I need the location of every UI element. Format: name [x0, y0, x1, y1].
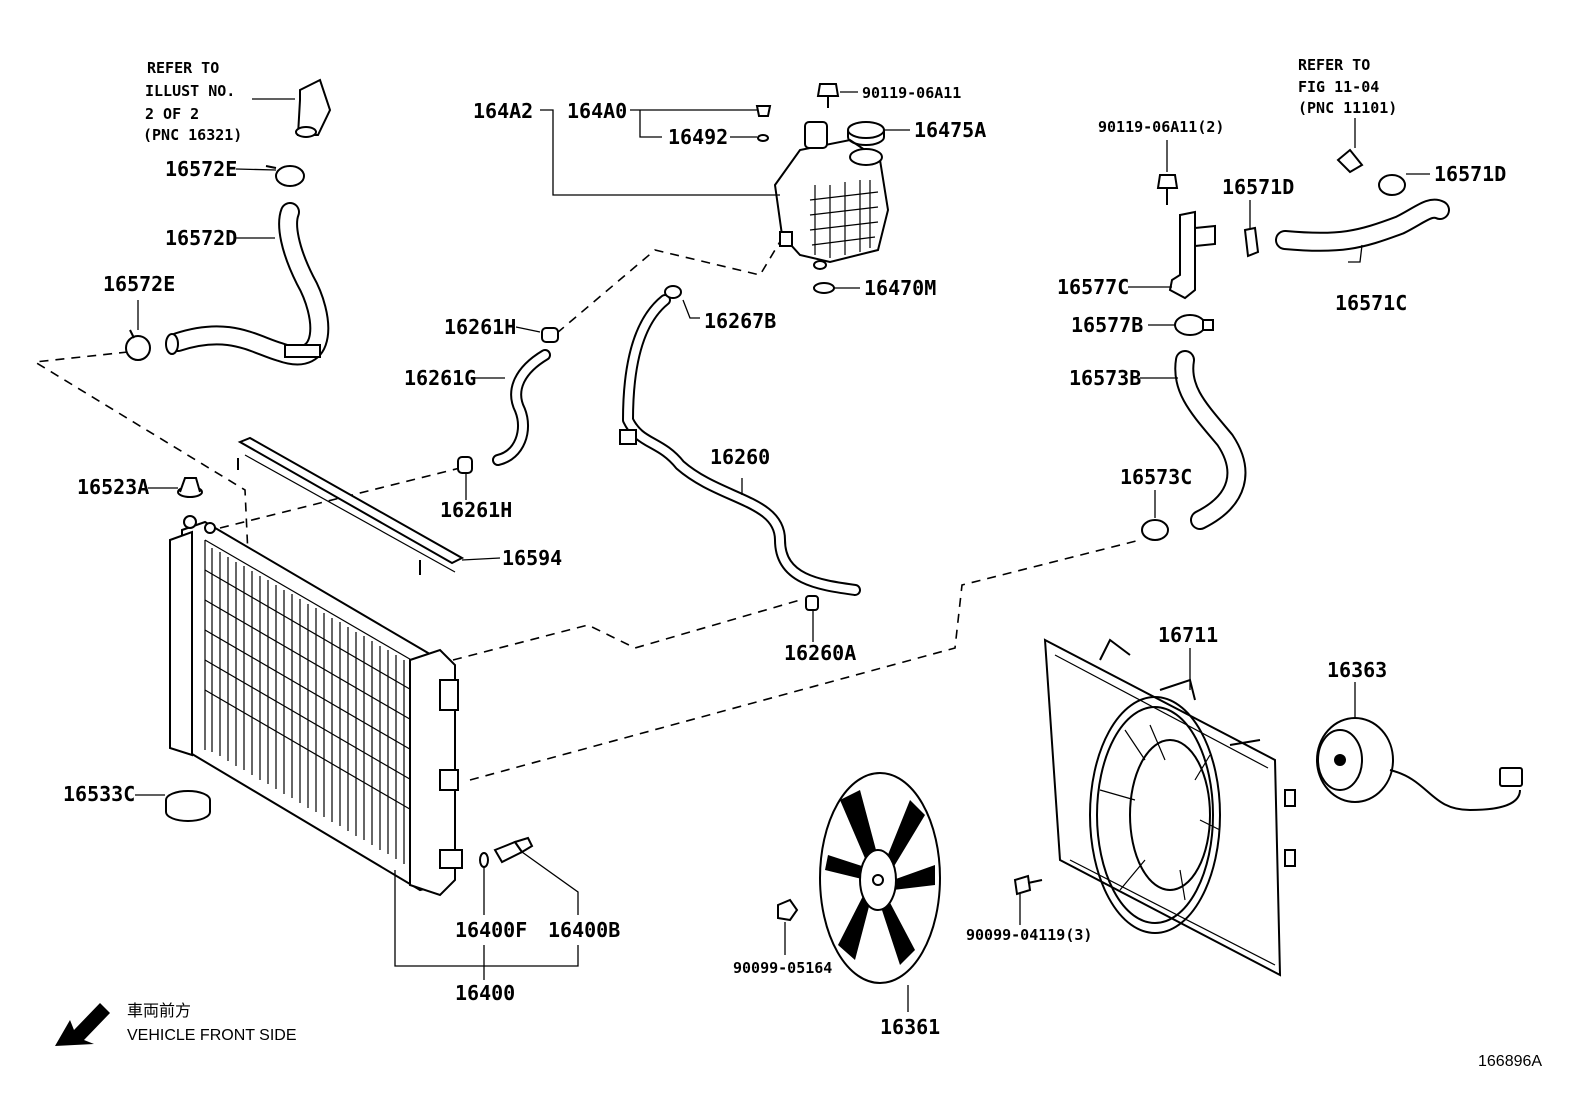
- drain-plug: [479, 836, 534, 868]
- label-164A2: 164A2: [473, 99, 533, 123]
- refer-right-line-3: (PNC 11101): [1298, 99, 1397, 117]
- label-16261G: 16261G: [404, 366, 476, 390]
- label-16594: 16594: [502, 546, 562, 570]
- radiator-support-bar: [237, 436, 465, 575]
- leader-lines: [135, 91, 1430, 1012]
- label-16363: 16363: [1327, 658, 1387, 682]
- label-16577B: 16577B: [1071, 313, 1143, 337]
- fan-motor: [1316, 717, 1523, 812]
- label-16572E-upper: 16572E: [165, 157, 237, 181]
- label-16573C: 16573C: [1120, 465, 1192, 489]
- label-16571C: 16571C: [1335, 291, 1407, 315]
- hose-16573B: [1174, 350, 1247, 530]
- reservoir-grommet: [813, 282, 835, 294]
- coolant-reservoir: [773, 121, 890, 270]
- label-16475A: 16475A: [914, 118, 986, 142]
- label-16267B: 16267B: [704, 309, 776, 333]
- pipe-reference-11101: [1336, 148, 1364, 174]
- hose-clip-upper: [541, 327, 559, 343]
- clamp-16573C: [1141, 519, 1169, 541]
- label-16571D-right: 16571D: [1434, 162, 1506, 186]
- vehicle-front-indicator: 車両前方 VEHICLE FRONT SIDE: [55, 1002, 297, 1046]
- dashed-reference-lines: [32, 224, 1141, 781]
- clamp-16571D-right: [1378, 174, 1406, 196]
- direction-japanese: 車両前方: [127, 1002, 191, 1020]
- refer-right-line-1: REFER TO: [1298, 56, 1370, 74]
- shroud-bolt: [1013, 874, 1043, 896]
- label-16573B: 16573B: [1069, 366, 1141, 390]
- label-90099-04119: 90099-04119(3): [966, 926, 1092, 944]
- drain-cock: [177, 477, 203, 498]
- label-16577C: 16577C: [1057, 275, 1129, 299]
- hose-clamp-upper: [265, 165, 305, 187]
- label-16400: 16400: [455, 981, 515, 1005]
- label-16400B: 16400B: [548, 918, 620, 942]
- label-16361: 16361: [880, 1015, 940, 1039]
- arrow-icon: [55, 1003, 110, 1046]
- reservoir-cap: [847, 121, 885, 146]
- reservoir-bolt: [816, 83, 840, 108]
- radiator: [169, 515, 463, 897]
- reservoir-plug: [755, 105, 772, 142]
- label-16261H-upper: 16261H: [444, 315, 516, 339]
- refer-left-line-3: 2 OF 2: [145, 105, 199, 123]
- label-90119-06A11-2: 90119-06A11(2): [1098, 118, 1224, 136]
- label-164A0: 164A0: [567, 99, 627, 123]
- label-16492: 16492: [668, 125, 728, 149]
- label-16260A: 16260A: [784, 641, 856, 665]
- figure-id: 166896A: [1478, 1053, 1542, 1070]
- label-90119-06A11: 90119-06A11: [862, 84, 961, 102]
- clamp-16577B: [1174, 314, 1214, 336]
- label-16572D: 16572D: [165, 226, 237, 250]
- bypass-bolt: [1156, 174, 1179, 205]
- hose-clamp-lower: [125, 329, 151, 361]
- part-labels: 16572E 16572D 16572E 164A2 164A0 16492 9…: [63, 84, 1506, 1039]
- hose-clip-16260A: [805, 595, 819, 611]
- reservoir-outlet-hose: [619, 294, 861, 596]
- label-16572E-lower: 16572E: [103, 272, 175, 296]
- hose-clip-16267B: [664, 285, 682, 299]
- fan-shroud: [1043, 638, 1296, 977]
- direction-english: VEHICLE FRONT SIDE: [127, 1027, 297, 1044]
- radiator-upper-hose: [165, 202, 330, 366]
- refer-left-line-2: ILLUST NO.: [145, 82, 235, 100]
- refer-note-right: REFER TO FIG 11-04 (PNC 11101): [1298, 56, 1397, 117]
- refer-left-line-1: REFER TO: [147, 59, 219, 77]
- label-16523A: 16523A: [77, 475, 149, 499]
- label-16533C: 16533C: [63, 782, 135, 806]
- hose-clip-lower: [457, 456, 473, 474]
- label-16571D-left: 16571D: [1222, 175, 1294, 199]
- refer-right-line-2: FIG 11-04: [1298, 78, 1379, 96]
- label-90099-05164: 90099-05164: [733, 959, 832, 977]
- label-16260: 16260: [710, 445, 770, 469]
- bypass-pipe-16577C: [1168, 210, 1216, 300]
- reservoir-inlet-hose: [492, 349, 551, 466]
- clamp-16571D-left: [1243, 226, 1260, 258]
- water-outlet-reference: [295, 78, 332, 138]
- fan-nut: [777, 898, 799, 922]
- radiator-cap: [165, 790, 211, 822]
- radiator-core-fins: [204, 548, 421, 864]
- hose-16571C: [1275, 198, 1450, 252]
- refer-note-left: REFER TO ILLUST NO. 2 OF 2 (PNC 16321): [143, 59, 242, 144]
- label-16261H-lower: 16261H: [440, 498, 512, 522]
- label-16470M: 16470M: [864, 276, 936, 300]
- label-16400F: 16400F: [455, 918, 527, 942]
- cooling-fan: [819, 772, 941, 984]
- refer-left-line-4: (PNC 16321): [143, 126, 242, 144]
- label-16711: 16711: [1158, 623, 1218, 647]
